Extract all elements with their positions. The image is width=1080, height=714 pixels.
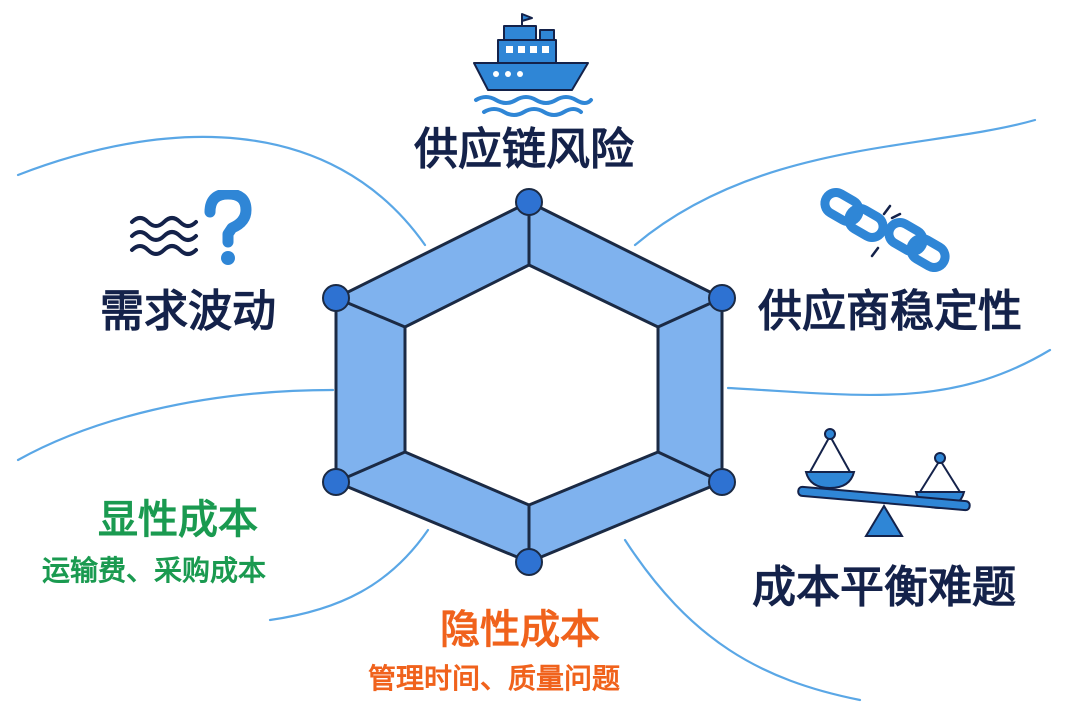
label-supplier-stability: 供应商稳定性 <box>758 287 1022 336</box>
label-explicit-cost-title: 显性成本 <box>98 498 258 542</box>
connector-bottom-left <box>268 528 430 622</box>
hexagon-node-top-left <box>322 284 350 312</box>
hexagon-node-bottom-left <box>322 468 350 496</box>
label-supply-chain-risk: 供应链风险 <box>414 125 634 174</box>
hexagon-node-bottom <box>515 548 543 576</box>
waves-question-icon <box>130 190 252 265</box>
label-hidden-cost-subtitle: 管理时间、质量问题 <box>368 663 621 694</box>
connector-top-left <box>16 135 427 247</box>
hexagon-node-top <box>515 188 543 216</box>
hexagon-node-top-right <box>708 284 736 312</box>
broken-chain-icon <box>820 188 950 272</box>
connector-top-right <box>633 118 1037 247</box>
balance-scale-icon <box>797 428 971 537</box>
connector-bottom-right <box>623 538 862 702</box>
label-explicit-cost-subtitle: 运输费、采购成本 <box>42 555 267 586</box>
connector-right <box>726 348 1052 397</box>
label-demand-fluctuation: 需求波动 <box>100 287 276 336</box>
ship-icon <box>473 13 593 117</box>
hexagon-node-bottom-right <box>708 468 736 496</box>
connector-left <box>16 388 335 462</box>
label-cost-balance-challenge: 成本平衡难题 <box>752 563 1016 612</box>
label-hidden-cost-title: 隐性成本 <box>440 608 600 652</box>
